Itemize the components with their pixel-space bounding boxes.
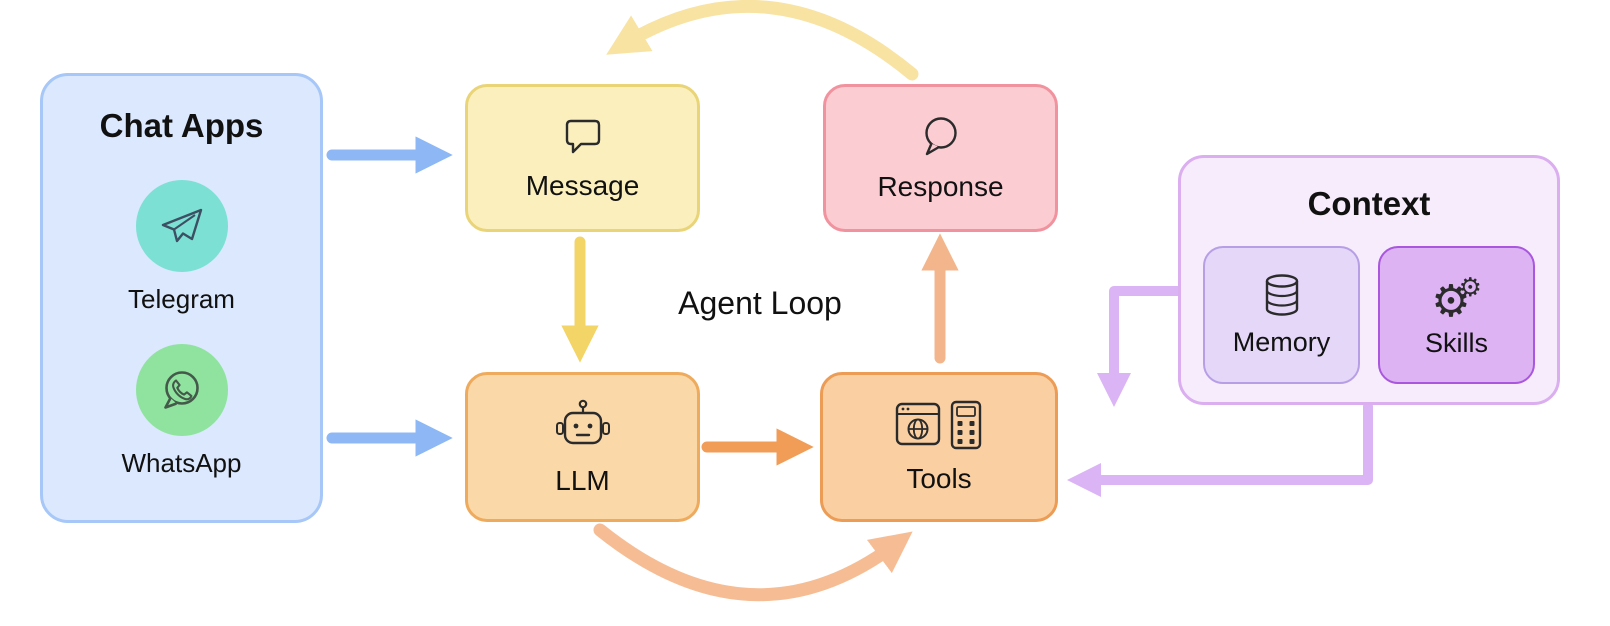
gear-small-icon: ⚙ [1458,271,1482,302]
gears-icon: ⚙ ⚙ [1431,272,1482,324]
database-icon [1258,272,1306,323]
whatsapp-icon [135,344,228,436]
speech-bubble-round-icon [918,114,964,163]
response-label: Response [877,170,1004,202]
llm-label: LLM [555,464,610,496]
skills-label: Skills [1424,327,1488,358]
message-label: Message [525,169,640,201]
arrow-context-to-tools-top [1096,286,1185,408]
speech-bubble-square-icon [560,115,606,162]
context-row: Memory ⚙ ⚙ Skills [1203,246,1535,384]
tools-node: Tools [820,372,1058,522]
skills-node: ⚙ ⚙ Skills [1378,246,1535,384]
context-panel: Context Memory ⚙ ⚙ Skills [1178,155,1560,405]
telegram-label: Telegram [128,284,235,314]
arrow-context-to-tools-side [1066,401,1373,498]
llm-node: LLM [465,372,700,522]
chat-apps-panel: Chat Apps Telegram WhatsApp [40,73,323,523]
tools-label: Tools [906,462,972,494]
context-title: Context [1307,185,1431,222]
message-node: Message [465,84,700,232]
chat-apps-title: Chat Apps [99,107,264,144]
memory-node: Memory [1203,246,1360,384]
agent-loop-label: Agent Loop [678,285,842,321]
robot-icon [553,398,613,457]
telegram-icon [135,180,228,272]
browser-calculator-icon [895,400,983,455]
arrow-llm-to-tools-loop [593,523,913,602]
whatsapp-label: WhatsApp [121,448,242,478]
arrow-response-to-message-loop [606,0,919,81]
gear-large-icon: ⚙ [1431,276,1471,326]
response-node: Response [823,84,1058,232]
memory-label: Memory [1232,327,1331,357]
